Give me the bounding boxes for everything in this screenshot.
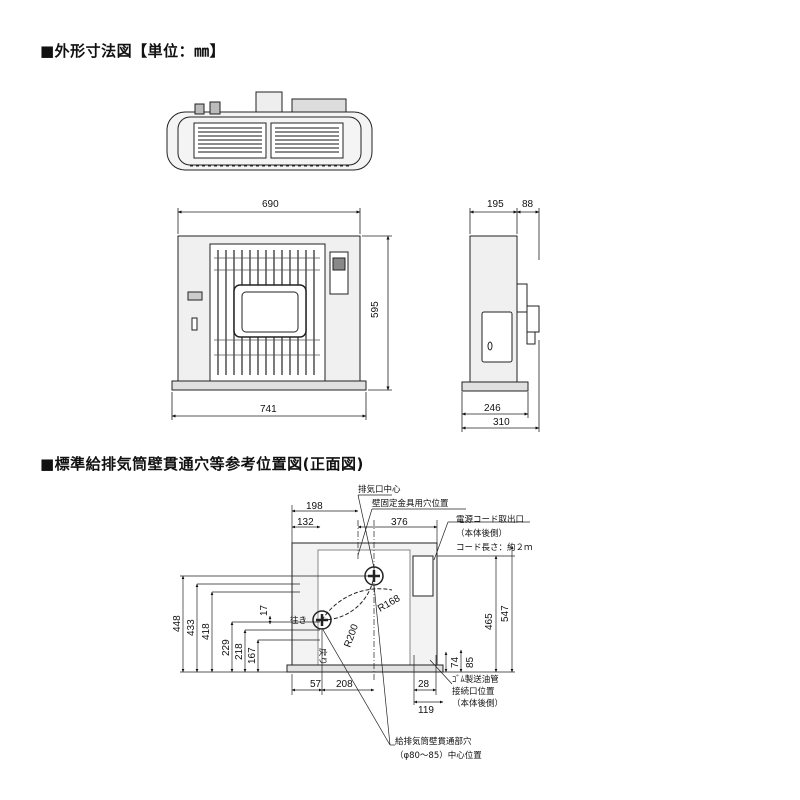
section-title-dimensions: ■外形寸法図【単位：㎜】 (40, 42, 226, 60)
side-view (461, 235, 540, 392)
front-view (171, 235, 367, 391)
label-wall-pipe-center: （φ80～85）中心位置 (395, 750, 482, 761)
dim-85: 85 (465, 656, 476, 668)
dim-433: 433 (186, 619, 197, 636)
position-view (286, 520, 444, 680)
dim-74: 74 (450, 656, 461, 668)
label-power-cord-back: （本体後側） (456, 528, 507, 539)
dim-690: 690 (262, 199, 279, 210)
dim-208: 208 (336, 679, 353, 690)
dim-229: 229 (221, 639, 232, 656)
dim-246: 246 (484, 403, 501, 414)
label-cord-length: コード長さ：約２ｍ (456, 542, 533, 553)
dim-595: 595 (370, 301, 381, 318)
label-bracket-hole: 壁固定金具用穴位置 (372, 498, 449, 509)
label-oil-connection: 接続口位置 (452, 686, 495, 697)
label-modori: 戻り (317, 648, 328, 665)
dim-547: 547 (500, 605, 511, 622)
front-dimensions (171, 208, 392, 420)
dim-310: 310 (493, 417, 510, 428)
label-power-cord: 電源コード取出口 (456, 514, 524, 525)
side-dimensions (461, 208, 540, 432)
label-wall-pipe: 給排気筒壁貫通部穴 (395, 736, 472, 747)
dim-218: 218 (234, 643, 245, 660)
label-exhaust-center: 排気口中心 (358, 484, 401, 495)
dim-741: 741 (260, 404, 277, 415)
section-title-position: ■標準給排気筒壁貫通穴等参考位置図(正面図) (40, 455, 364, 473)
dim-88: 88 (522, 199, 534, 210)
label-oil-back: （本体後側） (452, 698, 503, 709)
top-view (166, 91, 373, 171)
dim-28: 28 (418, 679, 430, 690)
dim-17: 17 (259, 604, 270, 616)
dim-376: 376 (391, 517, 408, 528)
dim-195: 195 (487, 199, 504, 210)
dim-465: 465 (484, 613, 495, 630)
dim-132: 132 (297, 517, 314, 528)
position-dimensions (180, 494, 530, 746)
dim-198: 198 (306, 501, 323, 512)
label-iki: 往き (290, 615, 307, 626)
dim-57: 57 (310, 679, 322, 690)
dim-418: 418 (201, 623, 212, 640)
dim-167: 167 (247, 647, 258, 664)
dim-448: 448 (172, 615, 183, 632)
dim-119: 119 (418, 705, 434, 716)
label-oil-pipe: ｺﾞﾑ製送油管 (452, 674, 499, 685)
